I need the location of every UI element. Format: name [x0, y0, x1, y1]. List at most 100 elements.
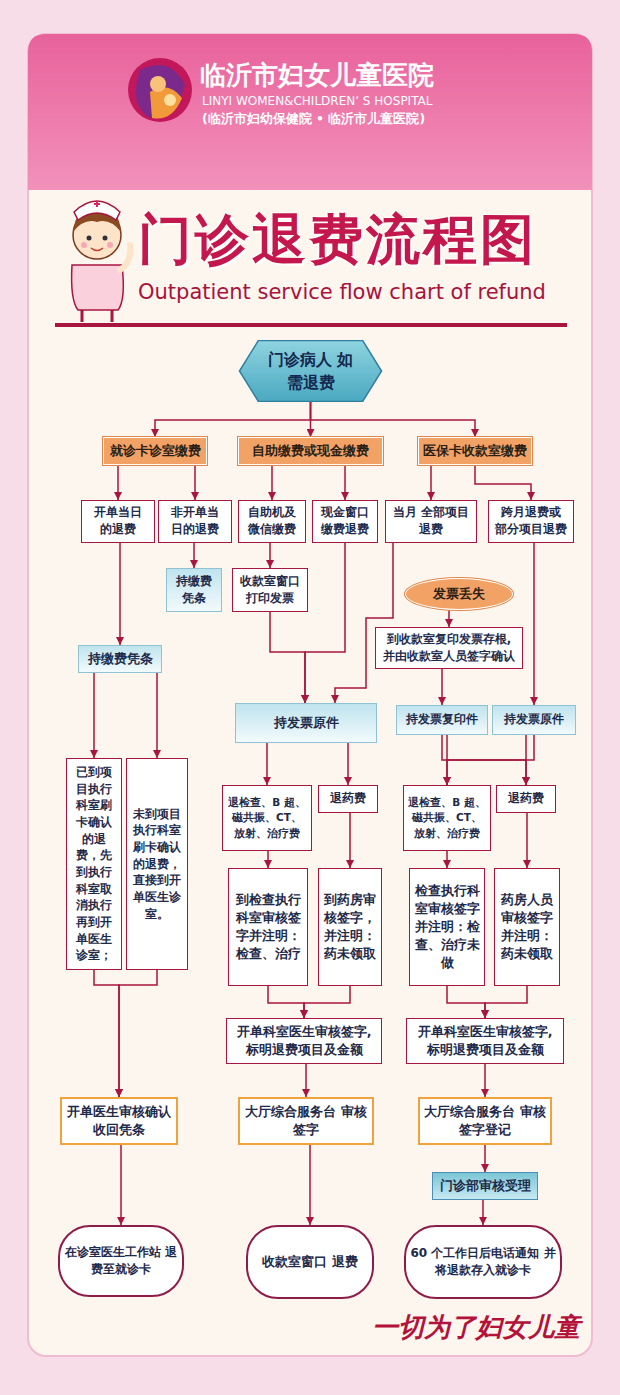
flow-arrow	[271, 465, 273, 500]
node-text: 检查执行科室审核签字并注明：检查、治疗未做	[414, 882, 480, 973]
process-box: 开单当日 的退费	[81, 500, 155, 543]
nurse-illustration	[72, 201, 131, 322]
node-text: 未到项目执行科室刷卡确认的退费，直接到开单医生诊室。	[131, 806, 183, 923]
flow-arrow	[347, 743, 349, 785]
hexagon-outline	[238, 340, 383, 402]
flow-arrow	[447, 986, 485, 1018]
flow-arrow	[309, 1145, 311, 1225]
process-box: 退药费	[318, 785, 378, 813]
review-box: 门诊部审核受理	[432, 1172, 538, 1200]
category-box: 医保卡收款室缴费	[418, 437, 532, 465]
category-box: 就诊卡诊室缴费	[103, 437, 207, 465]
node-text: 退检查、B 超、磁共振、CT、放射、治疗费	[408, 795, 486, 841]
hospital-subname: (临沂市妇幼保健院 • 临沂市儿童医院)	[202, 111, 582, 128]
flow-arrow	[335, 543, 393, 703]
process-box: 到检查执行科室审核签字并注明：检查、治疗	[228, 868, 308, 986]
flow-arrow	[484, 1145, 486, 1172]
document-box: 持缴费凭条	[78, 645, 162, 673]
process-box: 非开单当 日的退费	[158, 500, 232, 543]
node-text: 门诊部审核受理	[440, 1177, 531, 1195]
process-box: 已到项目执行科室刷卡确认的退费，先到执行科室取消执行再到开单医生诊室；	[66, 758, 122, 970]
flow-arrow	[441, 669, 443, 705]
flow-arrow	[525, 735, 527, 785]
node-text: 开单当日 的退费	[86, 504, 150, 539]
start-hexagon: 门诊病人 如需退费	[238, 340, 383, 402]
end-terminal: 在诊室医生工作站 退费至就诊卡	[58, 1225, 184, 1297]
flow-arrow	[448, 610, 450, 627]
flow-arrow	[269, 543, 271, 568]
flow-arrow	[447, 735, 534, 785]
category-box: 自助缴费或现金缴费	[238, 437, 383, 465]
node-text: 持缴费 凭条	[171, 573, 217, 608]
slogan: 一切为了妇女儿童	[330, 1310, 580, 1345]
node-text: 跨月退费或 部分项目退费	[493, 504, 569, 539]
end-terminal: 收款室窗口 退费	[246, 1225, 374, 1299]
node-text: 退药费	[330, 790, 366, 807]
title-rule	[55, 323, 567, 327]
process-box: 收款室窗口 打印发票	[232, 568, 308, 612]
node-text: 持发票原件	[274, 714, 339, 732]
flow-arrow	[485, 986, 527, 1018]
flow-arrow	[482, 1200, 484, 1225]
process-box: 退检查、B 超、磁共振、CT、放射、治疗费	[222, 785, 312, 851]
exception-oval: 发票丢失	[405, 578, 513, 610]
chart-title: 门诊退费流程图	[138, 204, 537, 277]
node-text: 收款室窗口 退费	[262, 1253, 358, 1272]
node-text: 发票丢失	[433, 585, 485, 604]
node-text: 60 个工作日后电话通知 并将退款存入就诊卡	[410, 1245, 556, 1280]
node-text: 开单科室医生审核签字, 标明退费项目及金额	[411, 1023, 559, 1059]
document-box: 持发票复印件	[396, 705, 488, 735]
node-text: 开单科室医生审核签字, 标明退费项目及金额	[231, 1023, 377, 1059]
node-text: 大厅综合服务台 审核签字	[244, 1103, 368, 1139]
node-text: 自助机及 微信缴费	[243, 504, 301, 539]
document-box: 持发票原件	[235, 703, 377, 743]
header-band	[28, 34, 592, 190]
node-text: 到药房审核签字，并注明：药未领取	[323, 891, 377, 964]
flow-arrow	[305, 1064, 307, 1097]
card	[28, 34, 592, 1356]
flow-arrow	[119, 543, 121, 645]
end-terminal: 60 个工作日后电话通知 并将退款存入就诊卡	[404, 1225, 562, 1299]
process-box: 自助机及 微信缴费	[238, 500, 306, 543]
process-box: 开单科室医生审核签字, 标明退费项目及金额	[406, 1018, 564, 1064]
node-text: 自助缴费或现金缴费	[252, 442, 369, 460]
process-box: 退检查、B 超、磁共振、CT、放射、治疗费	[403, 785, 491, 851]
node-text: 到检查执行科室审核签字并注明：检查、治疗	[233, 891, 303, 964]
node-text: 收款室窗口 打印发票	[237, 573, 303, 608]
flow-arrow	[156, 673, 158, 758]
flow-arrow	[430, 465, 432, 500]
node-text: 现金窗口 缴费退费	[317, 504, 373, 539]
node-text: 持发票原件	[504, 711, 564, 728]
node-text: 开单医生审核确认 收回凭条	[66, 1103, 172, 1139]
node-text: 到收款室复印发票存根, 并由收款室人员签字确认	[380, 631, 518, 664]
flow-arrow	[194, 465, 196, 500]
hospital-logo	[128, 58, 192, 122]
review-box: 大厅综合服务台 审核签字	[238, 1097, 374, 1145]
flow-arrow	[268, 986, 304, 1018]
flow-arrow	[311, 402, 476, 437]
flow-arrow	[344, 465, 346, 500]
flow-arrow	[484, 1064, 486, 1097]
process-box: 跨月退费或 部分项目退费	[488, 500, 574, 543]
node-text: 当月 全部项目退费	[390, 504, 472, 539]
flow-arrow	[349, 813, 351, 868]
flow-arrow	[533, 543, 535, 705]
node-text: 退检查、B 超、磁共振、CT、放射、治疗费	[227, 795, 307, 841]
flow-arrow	[305, 543, 345, 703]
node-text: 在诊室医生工作站 退费至就诊卡	[64, 1244, 178, 1279]
flow-arrow	[267, 851, 269, 868]
subtitle: Outpatient service flow chart of refund	[138, 280, 578, 304]
process-box: 药房人员审核签字并注明：药未领取	[494, 868, 560, 986]
document-box: 持缴费 凭条	[166, 568, 222, 612]
process-box: 当月 全部项目退费	[385, 500, 477, 543]
document-box: 持发票原件	[492, 705, 576, 735]
process-box: 开单科室医生审核签字, 标明退费项目及金额	[226, 1018, 382, 1064]
flow-arrow	[117, 465, 119, 500]
flow-arrow	[94, 970, 119, 1097]
flow-arrow	[119, 970, 157, 1097]
review-box: 大厅综合服务台 审核签字登记	[418, 1097, 552, 1145]
process-box: 检查执行科室审核签字并注明：检查、治疗未做	[409, 868, 485, 986]
node-text: 门诊病人 如需退费	[242, 348, 379, 394]
flow-arrow	[446, 851, 448, 868]
flow-arrow	[193, 543, 195, 568]
